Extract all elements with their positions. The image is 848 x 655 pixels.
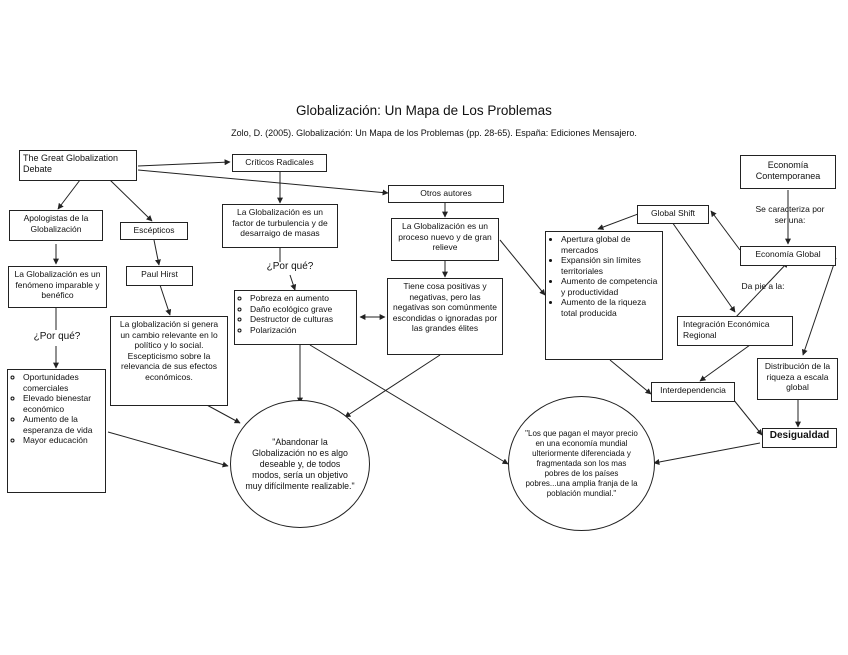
list-item: Destructor de culturas	[250, 314, 353, 325]
paul-hirst-label: Paul Hirst	[141, 269, 178, 279]
list-item: Apertura global de mercados	[561, 234, 659, 255]
por-que-mid: ¿Por qué?	[266, 261, 314, 272]
abandonar-quote-text: "Abandonar la Globalización no es algo d…	[245, 436, 355, 491]
list-item: Aumento de competencia y productividad	[561, 276, 659, 297]
integracion-label: Integración Económica Regional	[683, 319, 770, 340]
apertura-node: Apertura global de mercados Expansión si…	[545, 231, 663, 360]
list-item: Expansión sin límites territoriales	[561, 255, 659, 276]
distribucion-label: Distribución de la riqueza a escala glob…	[764, 361, 831, 392]
escepticos-label: Escépticos	[133, 225, 175, 235]
list-item: Aumento de la riqueza total producida	[561, 297, 659, 318]
otros-label: Otros autores	[420, 188, 472, 198]
pobreza-list: Pobreza en aumento Daño ecológico grave …	[238, 293, 353, 335]
apologistas-node: Apologistas de la Globalización	[9, 210, 103, 241]
apologistas-label: Apologistas de la Globalización	[23, 213, 89, 234]
oportunidades-list: Oportunidades comerciales Elevado bienes…	[11, 372, 102, 446]
nuevo-node: La Globalización es un proceso nuevo y d…	[391, 218, 499, 261]
por-que-left: ¿Por qué?	[33, 331, 81, 342]
pobreza-node: Pobreza en aumento Daño ecológico grave …	[234, 290, 357, 345]
abandonar-quote: "Abandonar la Globalización no es algo d…	[230, 400, 370, 528]
great-debate-label: The Great Globalization Debate	[23, 153, 119, 174]
nuevo-label: La Globalización es un proceso nuevo y d…	[398, 221, 492, 252]
desigualdad-label: Desigualdad	[769, 430, 830, 441]
list-item: Mayor educación	[23, 435, 102, 446]
global-shift-label: Global Shift	[651, 208, 695, 218]
economia-contemporanea-node: Economía Contemporanea	[740, 155, 836, 189]
se-caracteriza-label: Se caracteriza por ser una:	[755, 204, 825, 225]
page-title: Globalización: Un Mapa de Los Problemas	[296, 103, 552, 118]
citation: Zolo, D. (2005). Globalización: Un Mapa …	[231, 128, 637, 138]
pagan-quote-text: "Los que pagan el mayor precio en una ec…	[525, 428, 638, 498]
list-item: Aumento de la esperanza de vida	[23, 414, 102, 435]
otros-node: Otros autores	[388, 185, 504, 203]
interdependencia-label: Interdependencia	[660, 385, 726, 395]
cambio-node: La globalización si genera un cambio rel…	[110, 316, 228, 406]
criticos-node: Críticos Radicales	[232, 154, 327, 172]
economia-global-label: Economía Global	[755, 249, 821, 259]
global-shift-node: Global Shift	[637, 205, 709, 224]
cosas-node: Tiene cosa positivas y negativas, pero l…	[387, 278, 503, 355]
list-item: Polarización	[250, 325, 353, 336]
economia-contemporanea-label: Economía Contemporanea	[755, 160, 821, 181]
interdependencia-node: Interdependencia	[651, 382, 735, 402]
fenomeno-node: La Globalización es un fenómeno imparabl…	[8, 266, 107, 308]
da-pie-label: Da pie a la:	[741, 281, 785, 291]
great-debate-node: The Great Globalization Debate	[19, 150, 137, 181]
paul-hirst-node: Paul Hirst	[126, 266, 193, 286]
economia-global-node: Economía Global	[740, 246, 836, 266]
fenomeno-label: La Globalización es un fenómeno imparabl…	[14, 269, 101, 300]
list-item: Oportunidades comerciales	[23, 372, 102, 393]
list-item: Daño ecológico grave	[250, 304, 353, 315]
pagan-quote: "Los que pagan el mayor precio en una ec…	[508, 396, 655, 531]
cosas-label: Tiene cosa positivas y negativas, pero l…	[392, 281, 498, 333]
list-item: Elevado bienestar económico	[23, 393, 102, 414]
oportunidades-node: Oportunidades comerciales Elevado bienes…	[7, 369, 106, 493]
distribucion-node: Distribución de la riqueza a escala glob…	[757, 358, 838, 400]
integracion-node: Integración Económica Regional	[677, 316, 793, 346]
criticos-label: Críticos Radicales	[245, 157, 314, 167]
escepticos-node: Escépticos	[120, 222, 188, 240]
apertura-list: Apertura global de mercados Expansión si…	[549, 234, 659, 318]
desigualdad-node: Desigualdad	[762, 428, 837, 448]
turbulencia-label: La Globalización es un factor de turbule…	[232, 207, 328, 238]
cambio-label: La globalización si genera un cambio rel…	[119, 319, 219, 382]
list-item: Pobreza en aumento	[250, 293, 353, 304]
turbulencia-node: La Globalización es un factor de turbule…	[222, 204, 338, 248]
